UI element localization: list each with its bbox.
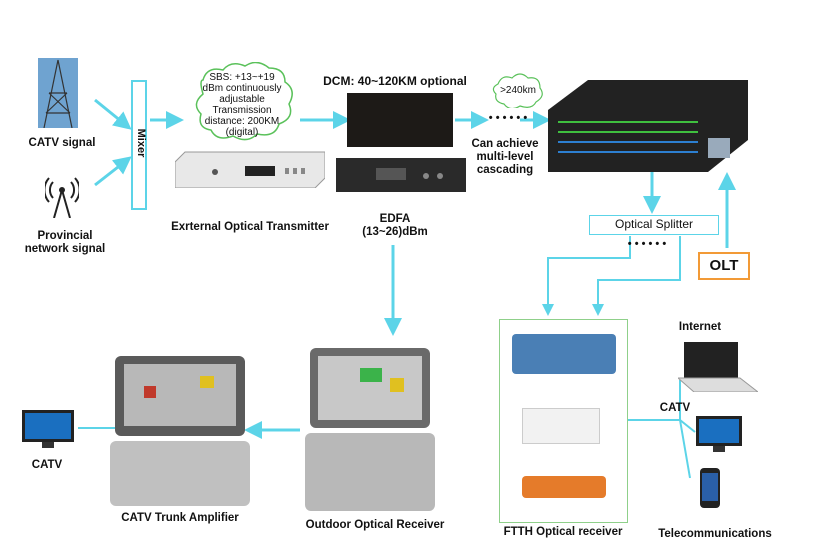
distance-note: >240km	[500, 85, 536, 96]
catv-signal-label: CATV signal	[28, 137, 96, 149]
edfa-label-2: (13~26)dBm	[362, 226, 428, 238]
trunk-amplifier-device	[110, 356, 250, 506]
dcm-device	[347, 93, 453, 147]
smartphone-icon	[700, 468, 720, 508]
dots-top: • • • • • •	[488, 112, 528, 124]
edfa-device	[336, 158, 466, 192]
line-splitter-right	[597, 236, 681, 305]
antenna-icon	[43, 174, 81, 219]
distance-cloud	[492, 73, 543, 108]
sbs-line: Transmission	[212, 105, 272, 116]
tv-right-icon	[696, 416, 742, 452]
sbs-note-cloud	[195, 62, 293, 141]
cascade-line: Can achieve	[471, 138, 539, 150]
sbs-line: dBm continuously	[202, 83, 282, 94]
laptop-icon	[676, 342, 760, 393]
cascade-line: multi-level	[476, 151, 534, 163]
cascade-note: Can achieve multi-level cascading	[460, 138, 550, 177]
arrow-provincial-to-mixer	[94, 156, 132, 187]
sbs-line: adjustable	[219, 94, 265, 105]
catv-right-label: CATV	[659, 402, 691, 414]
mixer-box: Mixer	[131, 80, 147, 210]
dcm-label: DCM: 40~120KM optional	[323, 74, 467, 88]
outdoor-receiver-label: Outdoor Optical Receiver	[305, 519, 445, 531]
optical-transmitter-device	[174, 148, 326, 189]
telecom-label: Telecommunications	[658, 528, 772, 540]
sbs-line: SBS: +13~+19	[209, 72, 275, 83]
arrow-catv-to-mixer	[94, 98, 132, 130]
sbs-note-text: SBS: +13~+19 dBm continuously adjustable…	[185, 72, 299, 138]
ftth-receiver-label: FTTH Optical receiver	[503, 526, 623, 538]
internet-label: Internet	[678, 321, 722, 333]
ftth-receiver-unit-3	[522, 476, 606, 498]
outdoor-receiver-device	[300, 348, 440, 513]
transmitter-label: Exrternal Optical Transmitter	[171, 221, 329, 233]
mixer-label: Mixer	[135, 128, 147, 158]
sbs-line: (digital)	[225, 127, 259, 138]
olt-chassis-device	[548, 80, 748, 172]
broadcast-tower-icon	[38, 58, 78, 129]
edfa-label-1: EDFA	[379, 213, 411, 225]
dots-splitter: • • • • • •	[627, 238, 667, 250]
ftth-receiver-group	[499, 319, 628, 523]
ftth-receiver-unit-2	[522, 408, 600, 444]
tv-icon	[22, 410, 74, 448]
trunk-amplifier-label: CATV Trunk Amplifier	[121, 512, 239, 524]
olt-box: OLT	[698, 252, 750, 280]
line-splitter-left	[547, 236, 631, 305]
cascade-line: cascading	[476, 164, 534, 176]
provincial-label-2: network signal	[24, 243, 106, 255]
catv-left-label: CATV	[31, 459, 63, 471]
ftth-receiver-unit-1	[512, 334, 616, 374]
provincial-label-1: Provincial	[37, 230, 93, 242]
optical-splitter-box: Optical Splitter	[589, 215, 719, 235]
sbs-line: distance: 200KM	[204, 116, 280, 127]
